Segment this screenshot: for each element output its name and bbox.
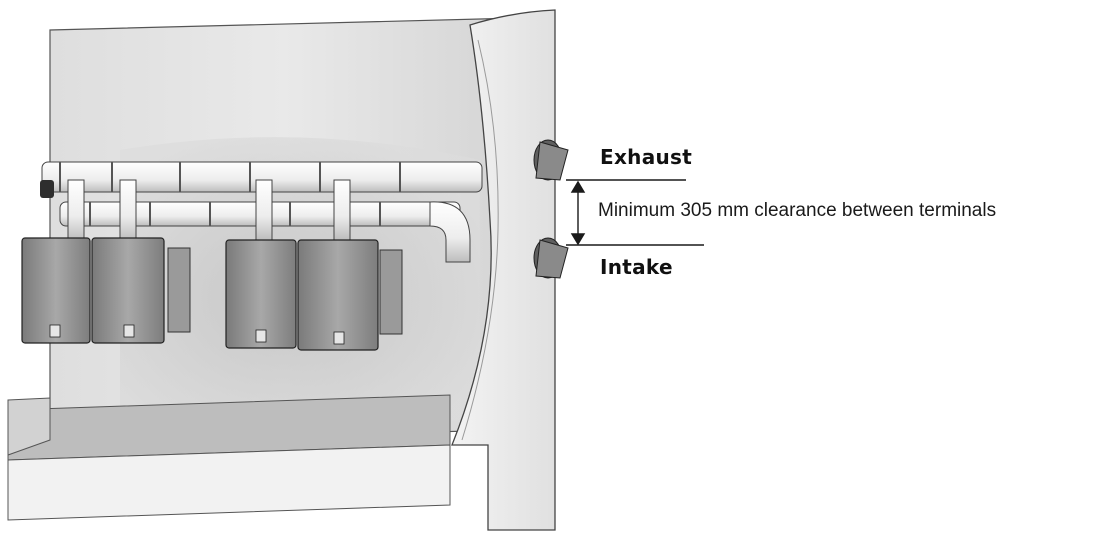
exhaust-terminal [533, 139, 569, 181]
side-wall [451, 9, 556, 531]
dimension-arrow [566, 179, 704, 246]
water-heater-unit-4 [297, 239, 403, 351]
water-heater-unit-1 [21, 237, 91, 344]
clearance-label: Minimum 305 mm clearance between termina… [598, 200, 997, 221]
intake-label: Intake [600, 255, 673, 279]
exhaust-label: Exhaust [600, 145, 693, 169]
water-heater-unit-3 [225, 239, 297, 349]
vent-pipes [40, 161, 483, 263]
floor-ledge [7, 394, 451, 521]
intake-terminal [533, 237, 569, 279]
water-heater-unit-2 [91, 237, 191, 344]
